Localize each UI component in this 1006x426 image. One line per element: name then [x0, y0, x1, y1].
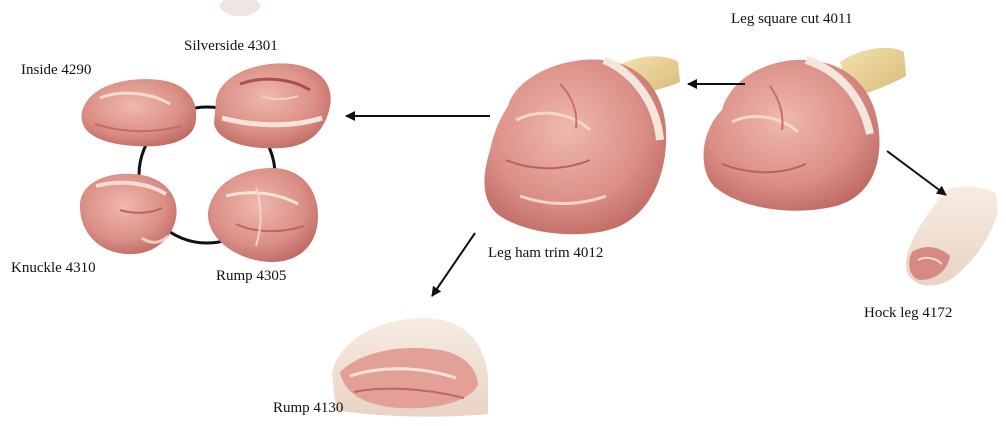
label-knuckle: Knuckle 4310 [11, 261, 96, 276]
label-silverside: Silverside 4301 [184, 39, 278, 54]
label-leg-ham-trim: Leg ham trim 4012 [488, 246, 603, 261]
leg-square-cut-image [704, 48, 906, 211]
arrow-ham-trim-to-rump-4130 [432, 233, 475, 296]
silverside-cut-image [214, 63, 331, 148]
label-rump-4305: Rump 4305 [216, 269, 286, 284]
label-hock-leg: Hock leg 4172 [864, 306, 952, 321]
knuckle-cut-image [80, 174, 177, 254]
partial-meat-fragment [220, 0, 260, 16]
hock-leg-image [906, 187, 998, 286]
rump-4305-cut-image [208, 168, 318, 262]
label-inside: Inside 4290 [21, 63, 91, 78]
label-rump-4130: Rump 4130 [273, 401, 343, 416]
arrow-leg-square-to-hock [887, 151, 946, 195]
leg-ham-trim-image [484, 56, 680, 234]
label-leg-square-cut: Leg square cut 4011 [731, 12, 853, 27]
inside-cut-image [82, 79, 197, 146]
rump-4130-image [332, 318, 488, 417]
